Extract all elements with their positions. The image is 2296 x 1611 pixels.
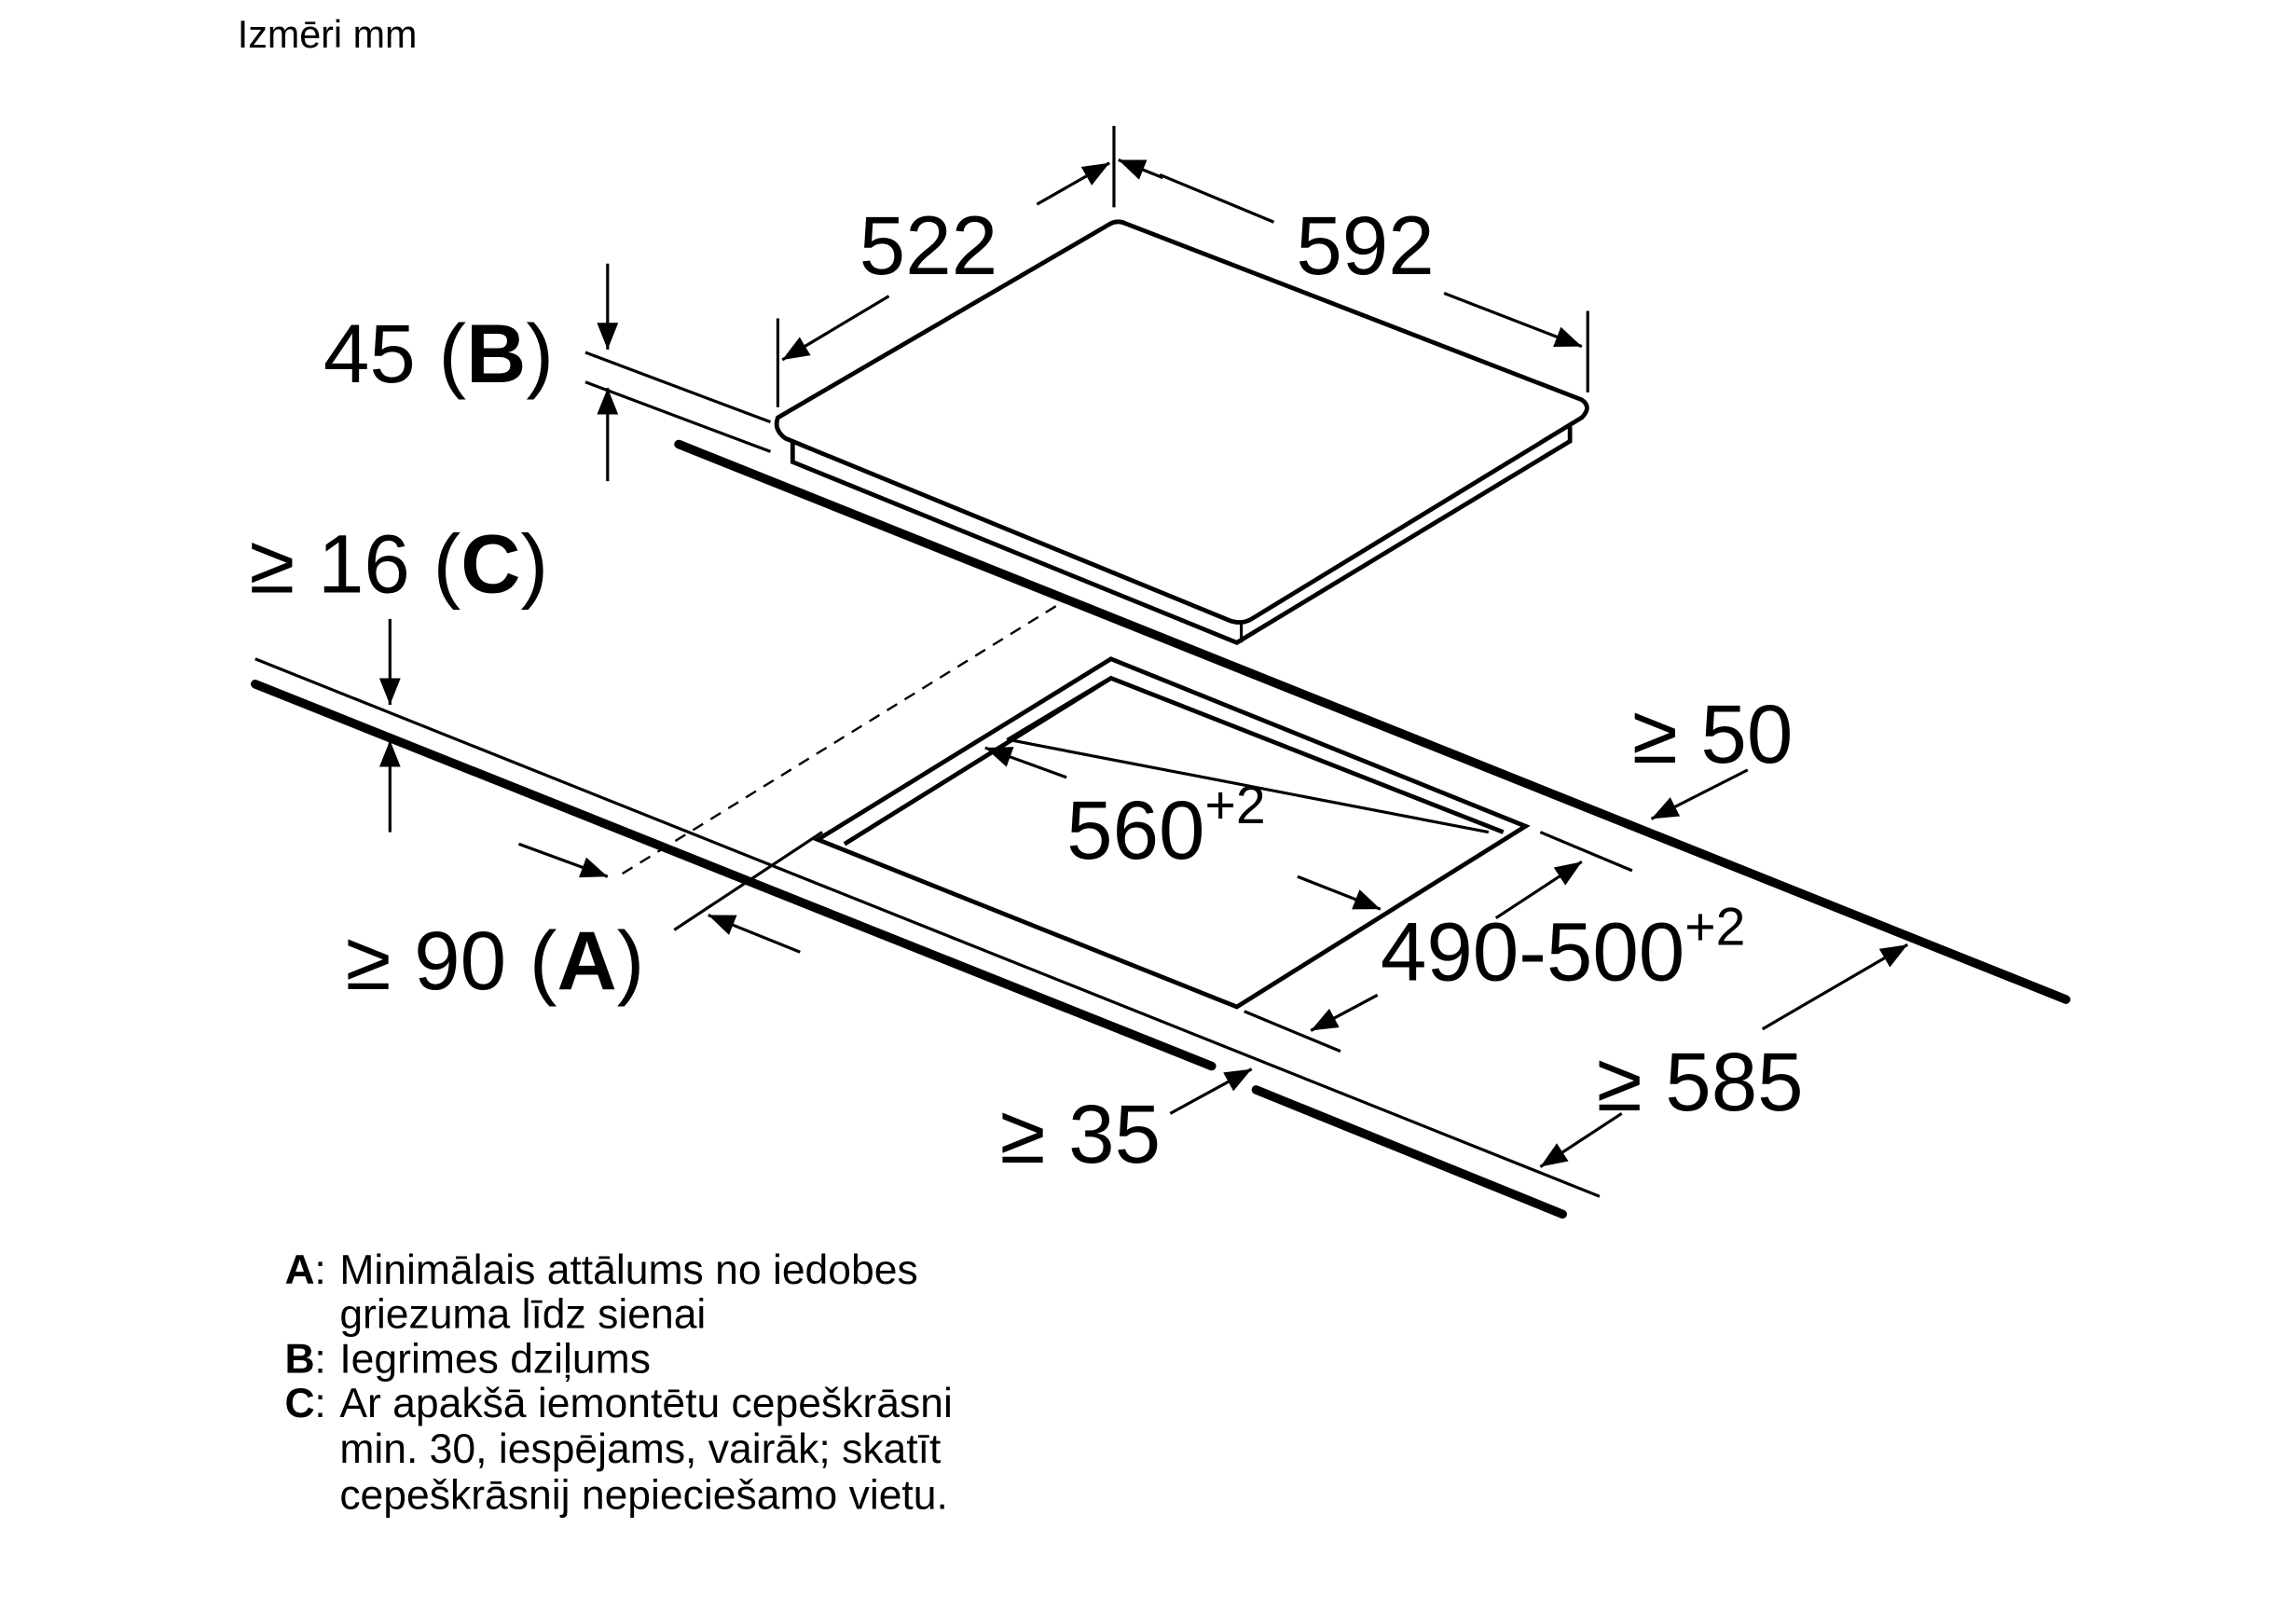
svg-text:Iegrimes dziļums: Iegrimes dziļums (339, 1336, 651, 1382)
svg-text::: : (314, 1336, 325, 1382)
svg-text:griezuma līdz sienai: griezuma līdz sienai (339, 1292, 706, 1338)
label-worktop-depth: ≥ 585 (1597, 1035, 1804, 1128)
label-wall-distance: ≥ 90 (A) (346, 914, 645, 1007)
svg-text:Ar apakšā iemontētu cepeškrāsn: Ar apakšā iemontētu cepeškrāsni (339, 1381, 953, 1426)
diagram-title: Izmēri mm (238, 13, 418, 56)
label-cutout-depth: 490-500+2 (1381, 897, 1746, 998)
svg-text::: : (314, 1381, 325, 1426)
label-width: 592 (1296, 199, 1434, 292)
worktop (251, 439, 2070, 1219)
svg-text::: : (314, 1247, 325, 1293)
label-rear-distance: ≥ 50 (1632, 687, 1793, 780)
label-cutout-width: 560+2 (1066, 776, 1266, 876)
legend: A: Minimālais attālums no iedobes griezu… (285, 1247, 953, 1518)
hob (774, 219, 1589, 645)
cutout (813, 656, 1531, 1010)
label-recess-depth: 45 (B) (323, 307, 554, 400)
svg-text:B: B (285, 1336, 315, 1382)
label-worktop-thickness: ≥ 16 (C) (249, 516, 548, 610)
svg-text:A: A (285, 1247, 315, 1293)
dimension-lines (378, 126, 1909, 1168)
svg-text:C: C (285, 1381, 315, 1426)
svg-text:cepeškrāsnij nepieciešamo viet: cepeškrāsnij nepieciešamo vietu. (339, 1472, 948, 1518)
label-depth: 522 (859, 199, 997, 292)
svg-text:min. 30, iespējams, vairāk; sk: min. 30, iespējams, vairāk; skatīt (339, 1426, 942, 1472)
svg-text:Minimālais attālums no iedobes: Minimālais attālums no iedobes (339, 1247, 917, 1293)
label-front-distance: ≥ 35 (1000, 1087, 1161, 1180)
